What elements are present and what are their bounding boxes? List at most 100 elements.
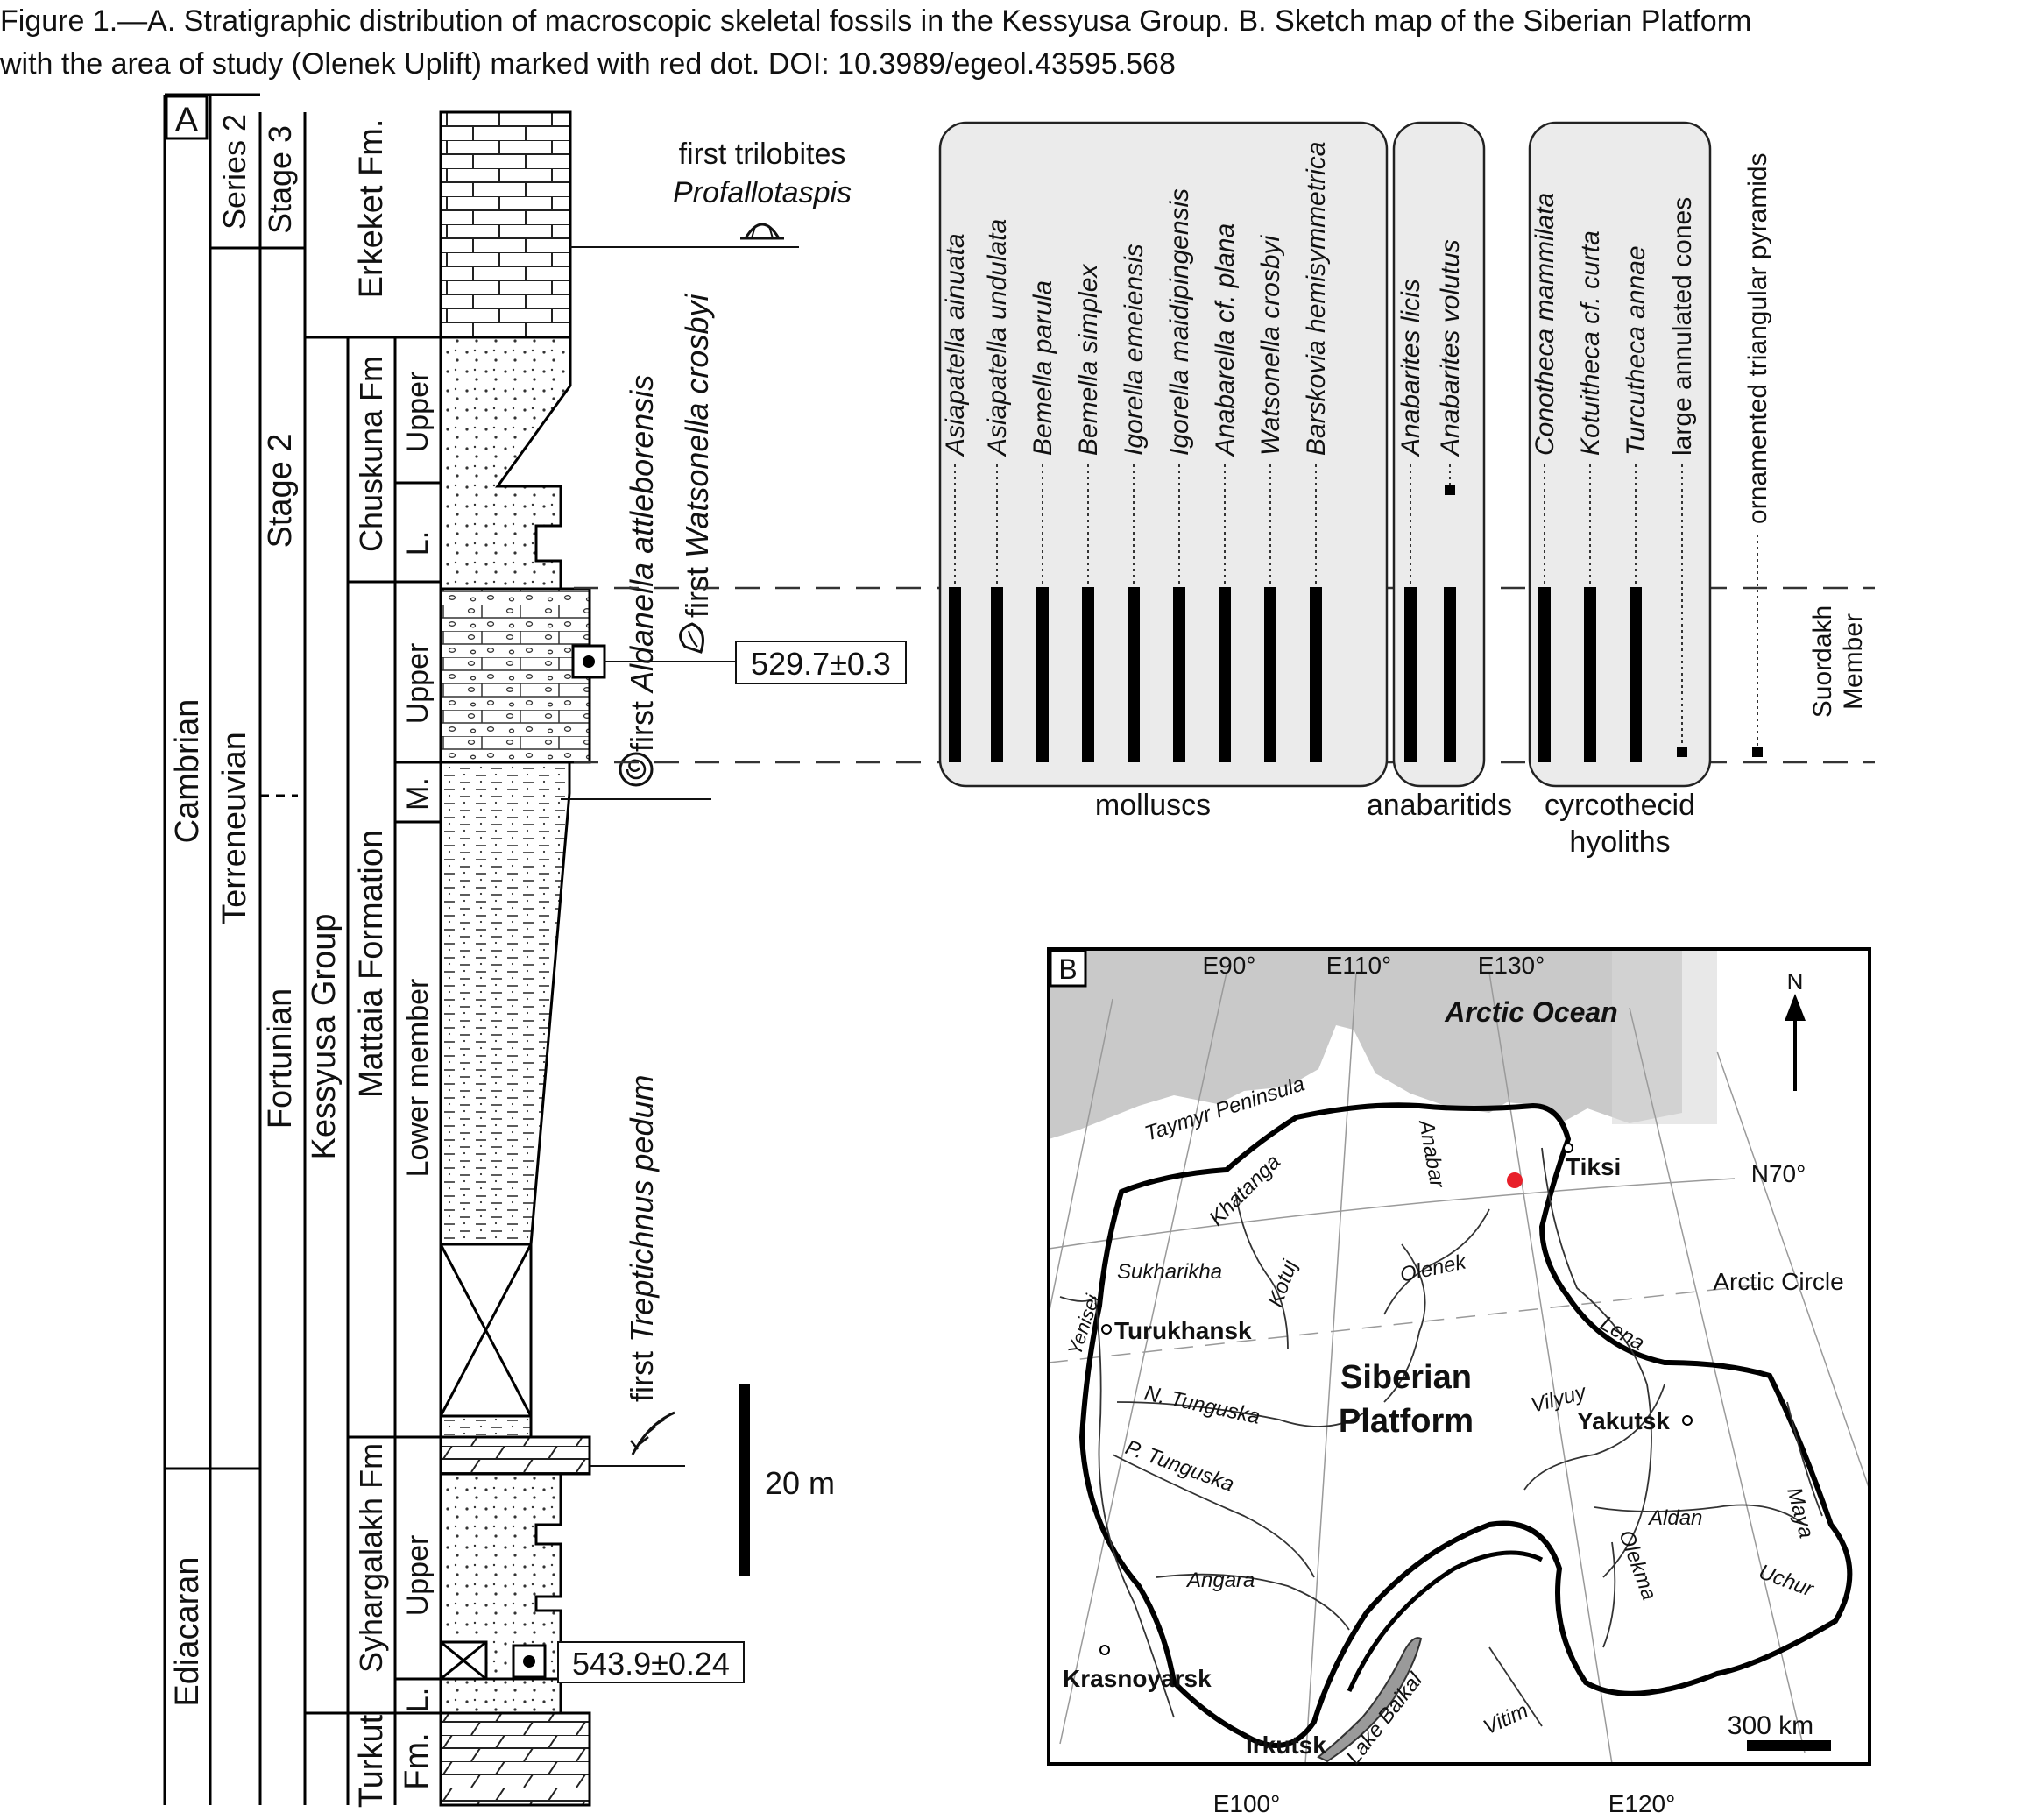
- lithologic-column: [439, 110, 591, 1807]
- fm-turkut-2: Fm.: [399, 1732, 435, 1789]
- group-molluscs: molluscs: [1095, 789, 1211, 822]
- city-turukhansk: Turukhansk: [1114, 1317, 1252, 1344]
- event-trilobites-2: Profallotaspis: [673, 176, 852, 209]
- suordakh-2: Member: [1839, 613, 1868, 710]
- taxon-occurrence-marker: [1752, 747, 1763, 757]
- river-angara: Angara: [1185, 1569, 1255, 1592]
- taxon-range-bar: [1584, 587, 1596, 762]
- fm-mattaia: Mattaia Formation: [353, 830, 390, 1098]
- member-syhargalakh-upper: Upper: [401, 1535, 435, 1617]
- taxon-range-bar: [1128, 587, 1140, 762]
- watsonella-shell-icon: [679, 622, 704, 654]
- taxon-name: large annulated cones: [1668, 197, 1697, 456]
- taxon-name: Bemella simplex: [1074, 264, 1103, 456]
- taxon-name: Bemella parula: [1029, 280, 1057, 456]
- member-chuskuna-lower: L.: [401, 531, 435, 556]
- taxon-range-bar: [1538, 587, 1551, 762]
- suordakh-1: Suordakh: [1808, 605, 1837, 718]
- platform-label-1: Siberian: [1340, 1359, 1472, 1396]
- ocean-label: Arctic Ocean: [1444, 996, 1617, 1028]
- scale-bar-label: 20 m: [765, 1465, 835, 1501]
- taxa-ranges: Asiapatella ainuata Asiapatella undulata B…: [941, 142, 1772, 762]
- event-watsonella: first Watsonella crosbyi: [679, 294, 715, 618]
- taxon-range-bar: [1173, 587, 1185, 762]
- taxon-name: Turcutheca annae: [1622, 245, 1651, 456]
- platform-outline: [1078, 1102, 1853, 1748]
- fm-erkeket: Erkeket Fm.: [353, 119, 390, 299]
- city-tiksi: Tiksi: [1566, 1153, 1621, 1180]
- series-2: Series 2: [216, 114, 252, 230]
- stage-2: Stage 2: [262, 434, 299, 549]
- caption-line-1: Figure 1.—A. Stratigraphic distribution …: [0, 4, 1752, 38]
- series-terreneuvian: Terreneuvian: [216, 732, 253, 924]
- taxon-range-bar: [991, 587, 1003, 762]
- grat-e120: E120°: [1608, 1790, 1676, 1817]
- taxon-name: Asiapatella ainuata: [941, 233, 970, 457]
- taxon-name: Anabarites licis: [1396, 279, 1425, 457]
- river-aldan: Aldan: [1647, 1506, 1702, 1530]
- age-529: 529.7±0.3: [751, 646, 891, 682]
- taxon-range-bar: [1630, 587, 1642, 762]
- taxon-name: Anabarites volutus: [1436, 239, 1465, 457]
- taxon-range-bar: [1444, 587, 1456, 762]
- stage-fortunian: Fortunian: [262, 988, 299, 1130]
- lake-baikal: [1317, 1637, 1423, 1763]
- grat-e90: E90°: [1202, 952, 1255, 979]
- map-scale-bar: [1747, 1740, 1831, 1751]
- taxon-name: Watsonella crosbyi: [1256, 234, 1285, 456]
- treptichnus-trace-icon: [630, 1411, 675, 1455]
- group-cyrcothecid: cyrcothecid: [1545, 789, 1695, 822]
- aldanella-shell-icon: [619, 752, 654, 787]
- member-mattaia-middle: M.: [401, 777, 435, 811]
- taxon-name: Asiapatella undulata: [983, 219, 1012, 457]
- taxon-name: Barskovia hemisymmetrica: [1302, 142, 1331, 456]
- rivers: [1059, 1147, 1823, 1727]
- taxon-range-bar: [1404, 587, 1417, 762]
- age-543: 543.9±0.24: [572, 1646, 730, 1682]
- taxon-occurrence-marker: [1677, 747, 1687, 757]
- taxon-name: Anabarella cf. plana: [1211, 223, 1240, 457]
- group-hyoliths: hyoliths: [1569, 825, 1670, 859]
- scale-bar: [739, 1384, 750, 1576]
- system-ediacaran: Ediacaran: [169, 1556, 206, 1706]
- taxon-occurrence-marker: [1445, 485, 1455, 495]
- event-aldanella: first Aldanella attleborensis: [624, 375, 660, 752]
- map-scale-label: 300 km: [1728, 1711, 1813, 1740]
- stage-3: Stage 3: [262, 125, 298, 234]
- panel-b-map: B E90° E110° E130° E100° E120° N70° Arct…: [1047, 947, 1871, 1817]
- group-anabaritids: anabaritids: [1367, 789, 1512, 822]
- panel-a: A Cambrian Ediacaran Series 2 Terreneuvi…: [163, 93, 1875, 1808]
- taxon-name: Kotuitheca cf. curta: [1576, 230, 1605, 456]
- member-chuskuna-upper: Upper: [401, 372, 435, 453]
- arctic-circle-label: Arctic Circle: [1713, 1268, 1843, 1295]
- river-sukharikha: Sukharikha: [1117, 1260, 1222, 1284]
- panel-a-label: A: [175, 101, 199, 139]
- cyrcothecid-box: [1528, 121, 1712, 788]
- city-krasnoyarsk: Krasnoyarsk: [1063, 1665, 1212, 1692]
- taxon-range-bar: [1036, 587, 1049, 762]
- grat-n70: N70°: [1751, 1160, 1806, 1187]
- system-cambrian: Cambrian: [169, 699, 206, 844]
- grat-e110: E110°: [1326, 952, 1392, 979]
- platform-label-2: Platform: [1339, 1403, 1474, 1440]
- trilobite-icon: [740, 223, 784, 240]
- taxon-range-bar: [1310, 587, 1322, 762]
- taxon-name: Igorella emeiensis: [1120, 244, 1149, 456]
- member-mattaia-lower: Lower member: [401, 979, 435, 1178]
- taxon-range-bar: [1264, 587, 1276, 762]
- caption-line-2: with the area of study (Olenek Uplift) m…: [0, 47, 1176, 81]
- taxon-range-bar: [1219, 587, 1231, 762]
- north-arrow-icon: [1785, 994, 1806, 1091]
- event-treptichnus: first Treptichnus pedum: [624, 1075, 660, 1403]
- grat-e130: E130°: [1478, 952, 1545, 979]
- city-yakutsk: Yakutsk: [1577, 1407, 1670, 1434]
- grat-e100: E100°: [1213, 1790, 1281, 1817]
- fm-chuskuna: Chuskuna Fm: [353, 356, 389, 552]
- group-kessyusa: Kessyusa Group: [306, 914, 343, 1160]
- north-label: N: [1787, 968, 1804, 995]
- fm-syhargalakh: Syhargalakh Fm: [353, 1443, 389, 1673]
- taxon-name: ornamented triangular pyramids: [1743, 152, 1772, 524]
- study-area-dot: [1507, 1172, 1523, 1188]
- member-syhargalakh-lower: L.: [401, 1688, 435, 1712]
